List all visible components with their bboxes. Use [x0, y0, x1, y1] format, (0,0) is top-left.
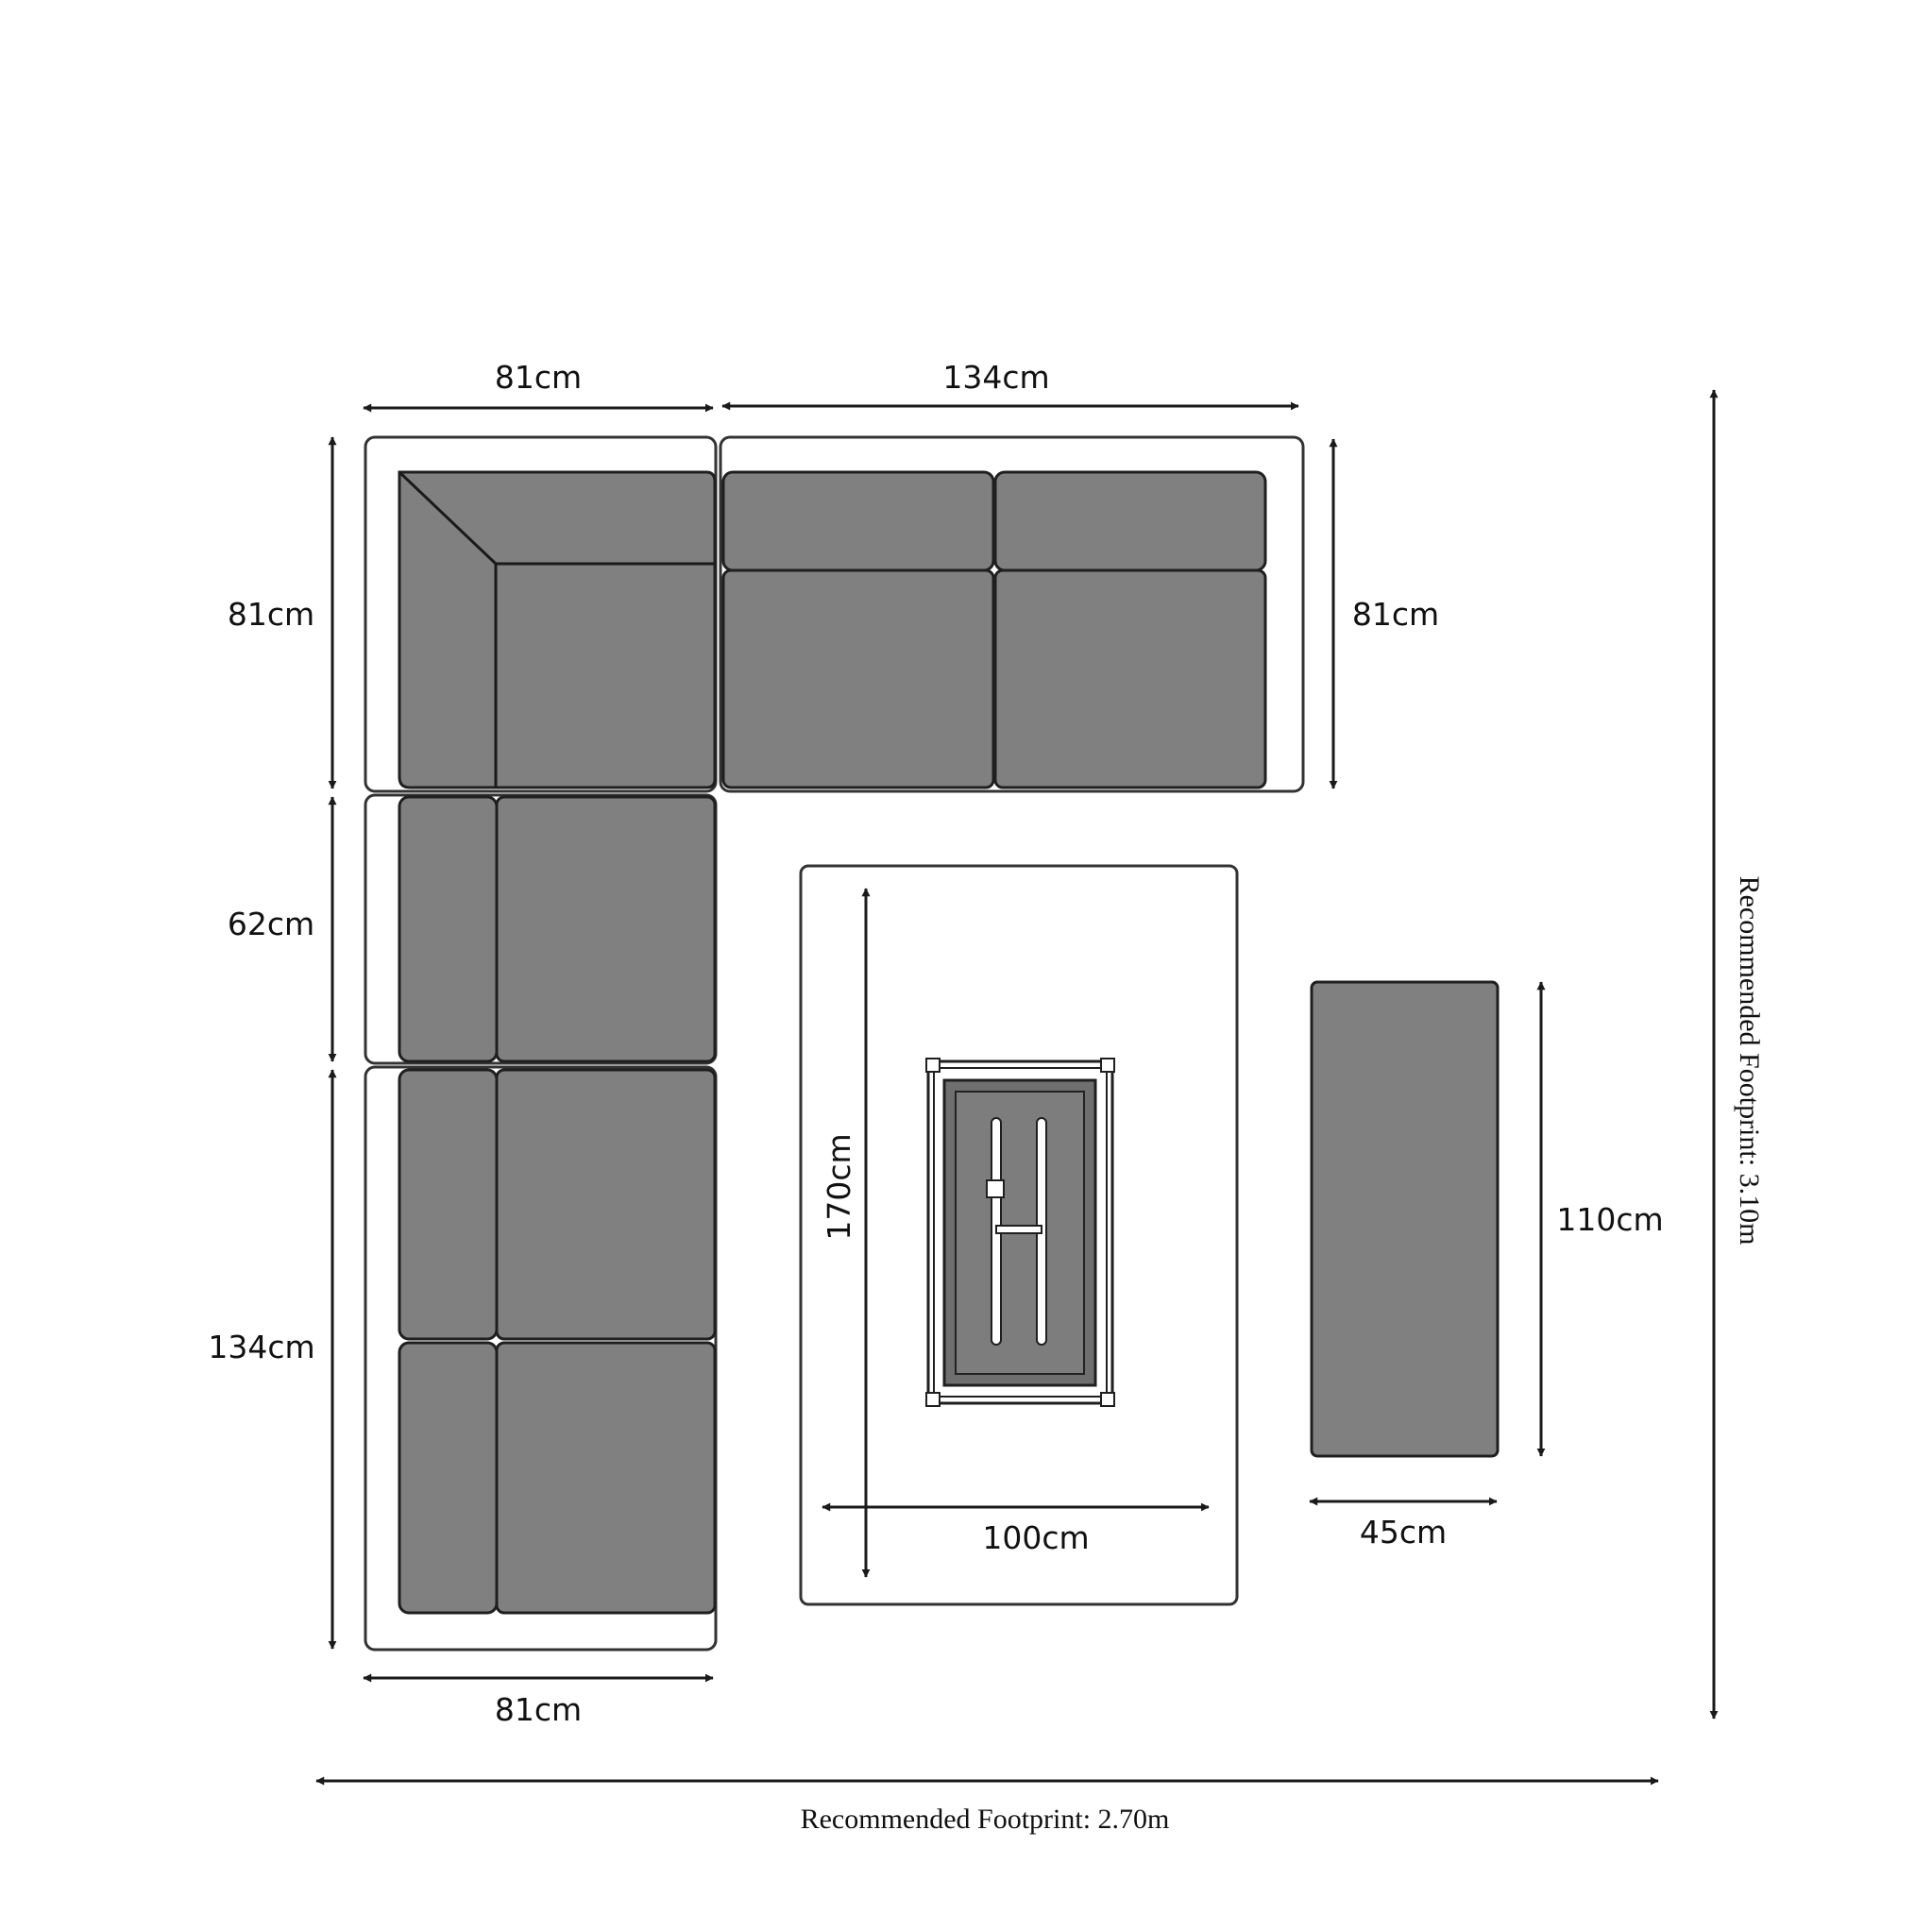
label-left-sofa-depth: 81cm — [495, 1691, 582, 1728]
label-footprint-width: Recommended Footprint: 2.70m — [801, 1804, 1170, 1835]
left-sofa-unit — [364, 1065, 718, 1652]
label-left-sofa-length: 134cm — [208, 1329, 314, 1365]
bench — [1310, 980, 1500, 1458]
burner-valve — [986, 1179, 1005, 1198]
label-table-width: 100cm — [982, 1519, 1089, 1556]
label-top-sofa-depth: 81cm — [1352, 596, 1439, 633]
table-corner-foot-tr — [1100, 1058, 1115, 1073]
table-corner-foot-br — [1100, 1392, 1115, 1407]
burner-crossbar — [995, 1225, 1042, 1234]
corner-unit — [364, 435, 718, 793]
top-sofa-unit — [719, 435, 1305, 793]
label-middle-unit: 62cm — [228, 906, 314, 942]
table-corner-foot-tl — [925, 1058, 941, 1073]
label-top-corner-width: 81cm — [495, 359, 582, 396]
label-bench-width: 45cm — [1360, 1514, 1447, 1551]
label-top-sofa-width: 134cm — [942, 359, 1049, 396]
label-footprint-height: Recommended Footprint: 3.10m — [1734, 876, 1765, 1246]
label-bench-length: 110cm — [1556, 1201, 1663, 1238]
table-corner-foot-bl — [925, 1392, 941, 1407]
label-table-length: 170cm — [821, 1133, 857, 1240]
coffee-table — [799, 864, 1239, 1606]
middle-single-unit — [364, 793, 718, 1065]
dimension-labels: 81cm 134cm 81cm 81cm 62cm 134cm 81cm 170… — [208, 359, 1765, 1835]
dimension-lines — [315, 389, 1719, 1786]
label-corner-depth: 81cm — [228, 596, 314, 633]
